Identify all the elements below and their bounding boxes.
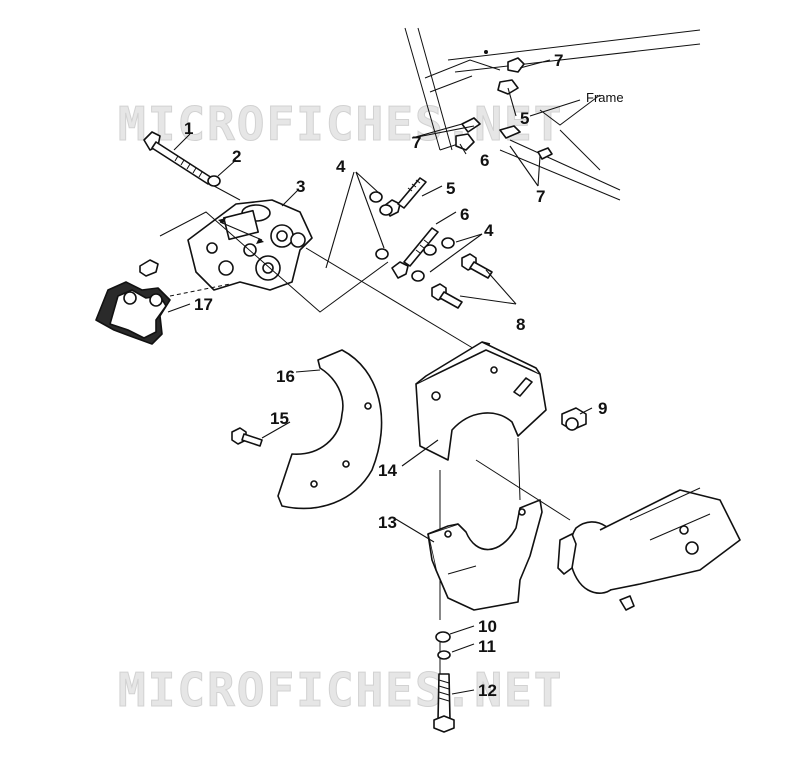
callout-2: 2	[232, 147, 241, 166]
callout-8: 8	[516, 315, 525, 334]
axle-housing	[557, 487, 741, 611]
pin	[139, 259, 159, 277]
clamp-13	[427, 499, 543, 611]
callout-11: 11	[478, 637, 496, 656]
callout-6-link: 6	[460, 205, 469, 224]
link-6	[391, 227, 439, 279]
callout-leaders	[167, 59, 593, 695]
callout-12: 12	[478, 681, 497, 700]
nut-7-right	[537, 147, 553, 160]
callout-10: 10	[478, 617, 497, 636]
bolt-1	[143, 131, 213, 185]
callout-14: 14	[378, 461, 397, 480]
washer-2	[207, 175, 221, 187]
nut-7-mid	[461, 117, 481, 133]
bushing-6-upper	[455, 133, 475, 151]
bolt-12	[433, 673, 455, 733]
bolt-15	[231, 427, 263, 447]
callout-3: 3	[296, 177, 305, 196]
callout-5-frame: 5	[520, 109, 529, 128]
bushing-9	[561, 407, 587, 431]
callout-9: 9	[598, 399, 607, 418]
callout-7-left: 7	[412, 133, 421, 152]
callout-17: 17	[194, 295, 213, 314]
nut-7-lower	[499, 125, 521, 139]
watermark-top: MICROFICHES.NET	[118, 97, 563, 151]
callout-13: 13	[378, 513, 397, 532]
washers-4	[369, 191, 455, 282]
bushing-5-upper	[497, 79, 519, 95]
callout-6-frame: 6	[480, 151, 489, 170]
frame-structure	[404, 27, 701, 201]
lock-washer-11	[437, 650, 451, 660]
caliper-3	[187, 199, 313, 291]
frame-bolt-assembly	[455, 50, 553, 160]
mounting-bracket-14	[415, 341, 547, 461]
callout-16: 16	[276, 367, 295, 386]
callout-15: 15	[270, 409, 289, 428]
callout-numbers: 1 2 3 4 4 5 5 6 6 7 7 7 8 9 10 11 12 13 …	[184, 51, 624, 700]
callout-4-right: 4	[484, 221, 494, 240]
callout-4-left: 4	[336, 157, 346, 176]
callout-7-top: 7	[554, 51, 563, 70]
frame-label: Frame	[586, 90, 624, 105]
callout-7-right: 7	[536, 187, 545, 206]
bolts-8	[431, 253, 493, 309]
callout-1: 1	[184, 119, 193, 138]
brake-disc-16	[277, 349, 383, 510]
brake-pad-17	[95, 281, 171, 345]
washer-10	[435, 631, 451, 643]
watermark-bottom: MICROFICHES.NET	[118, 663, 563, 717]
callout-5-link: 5	[446, 179, 455, 198]
nut-7-upper	[507, 57, 525, 73]
